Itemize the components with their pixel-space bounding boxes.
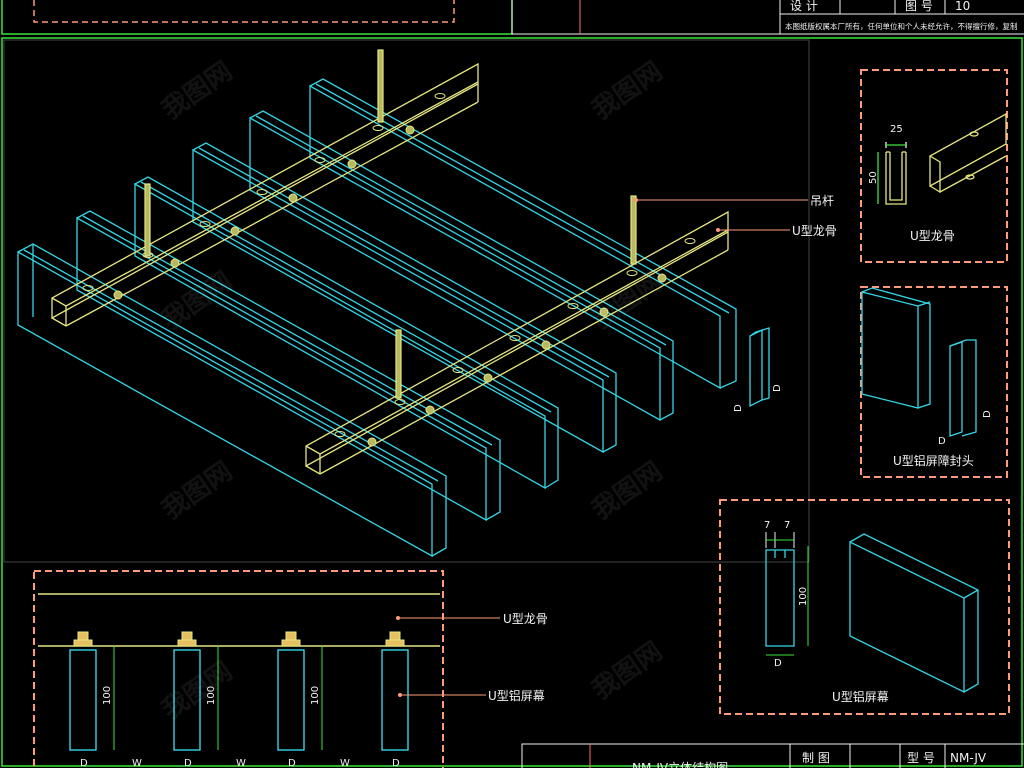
hanger-rod-label: 吊杆 [810, 194, 834, 208]
svg-text:我图网: 我图网 [587, 456, 668, 525]
svg-text:D: D [982, 410, 993, 418]
design-label: 设 计 [790, 0, 818, 13]
section-width-mark: W [132, 758, 142, 768]
section-keel-label: U型龙骨 [503, 612, 548, 626]
drawing-no-value: 10 [955, 0, 970, 13]
section-screen-label: U型铝屏幕 [488, 688, 545, 703]
drawing-no-label: 图 号 [905, 0, 933, 13]
title-block-top: 设 计 图 号 10 本图纸版权属本厂所有，任何单位和个人未经允许，不得擅行修，… [1, 0, 1024, 35]
screen-dim-width: D [774, 658, 782, 669]
section-height-2: 100 [206, 686, 217, 705]
u-keel-front [305, 210, 729, 475]
u-keel-label: U型龙骨 [792, 224, 837, 238]
screen-gap-left: 7 [764, 520, 770, 531]
main-view-callouts: 吊杆 U型龙骨 D D [634, 194, 837, 412]
section-width-mark: D [184, 758, 192, 768]
detail-end-cap-title: U型铝屏障封头 [893, 453, 974, 468]
screen-dim-height: 100 [798, 587, 809, 606]
detail-screen: 7 7 100 D U型铝屏幕 [719, 499, 1010, 715]
detail-u-keel-title: U型龙骨 [910, 229, 955, 243]
svg-text:我图网: 我图网 [587, 56, 668, 125]
outer-frame [1, 37, 1023, 767]
keel-dim-width: 25 [890, 124, 903, 135]
svg-text:我图网: 我图网 [157, 656, 238, 725]
hanger-rods [144, 49, 637, 399]
title-block-bottom: NM-JV立体结构图 制 图 型 号 NM-JV [521, 743, 1024, 768]
section-width-mark: D [392, 758, 400, 768]
svg-text:D: D [733, 404, 744, 412]
section-width-mark: W [340, 758, 350, 768]
main-view-frame [3, 39, 810, 563]
section-height-1: 100 [102, 686, 113, 705]
detail-end-cap: D D U型铝屏障封头 [860, 286, 1008, 478]
drafted-label: 制 图 [802, 751, 830, 765]
section-width-mark: D [80, 758, 88, 768]
model-value: NM-JV [950, 751, 987, 765]
screen-panel [76, 210, 501, 522]
detail-u-keel: 25 50 U型龙骨 [860, 69, 1008, 263]
screen-panel [309, 78, 737, 390]
u-keel-back [51, 62, 479, 327]
model-label: 型 号 [907, 751, 935, 765]
screen-gap-right: 7 [784, 520, 790, 531]
keel-clips [113, 125, 667, 447]
section-width-mark: W [236, 758, 246, 768]
screen-panel [249, 110, 674, 422]
copyright-note: 本图纸版权属本厂所有，任何单位和个人未经允许，不得擅行修，复制 [785, 21, 1018, 31]
keel-dim-height: 50 [868, 171, 879, 184]
section-view: 100 100 100 D W D W D W D U型龙骨 U型铝屏幕 [33, 570, 548, 768]
svg-text:我图网: 我图网 [587, 636, 668, 705]
section-height-3: 100 [310, 686, 321, 705]
end-cap-piece [749, 327, 770, 408]
keel-slots [82, 93, 696, 437]
svg-text:D: D [772, 384, 783, 392]
svg-text:我图网: 我图网 [157, 456, 238, 525]
detail-screen-title: U型铝屏幕 [832, 689, 889, 704]
section-width-mark: D [288, 758, 296, 768]
screen-panel [192, 142, 617, 454]
svg-text:D: D [938, 436, 946, 447]
drawing-title: NM-JV立体结构图 [632, 760, 728, 768]
svg-text:我图网: 我图网 [157, 56, 238, 125]
screen-panel [134, 176, 559, 490]
isometric-u-keels [51, 49, 729, 475]
